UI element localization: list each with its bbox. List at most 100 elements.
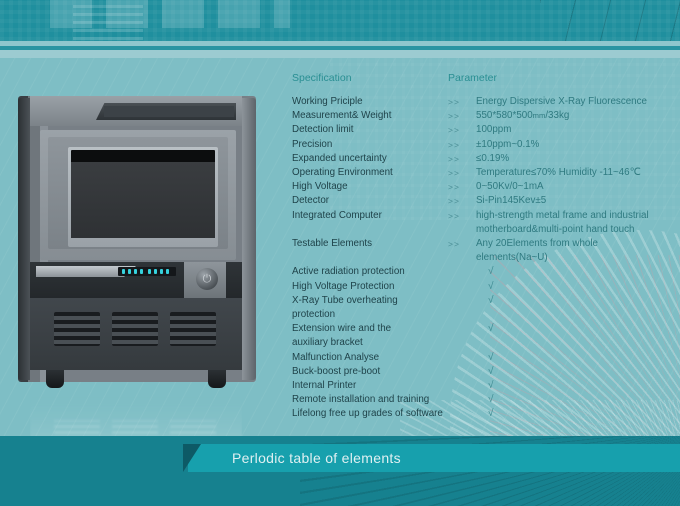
specification-table-header: Specification Parameter bbox=[292, 72, 672, 84]
spec-row: X-Ray Tube overheating √ bbox=[292, 294, 672, 308]
spec-row: Precision>>±10ppm~0.1% bbox=[292, 138, 672, 152]
spec-row: Expanded uncertainty >> ≤0.19% bbox=[292, 152, 672, 166]
spec-row-value: 0~50Kv/0~1mA bbox=[476, 181, 544, 193]
led-indicator bbox=[140, 269, 143, 274]
spec-row-arrow: >> bbox=[448, 111, 460, 122]
header-stripe-pale bbox=[0, 50, 680, 58]
spec-row: Detector>>Si-Pin145Kev±5 bbox=[292, 194, 672, 208]
decorative-pink-fan bbox=[490, 255, 680, 455]
check-mark-icon: √ bbox=[488, 408, 494, 420]
spec-row: High Voltage >> 0~50Kv/0~1mA bbox=[292, 180, 672, 194]
column-header-parameter: Parameter bbox=[448, 72, 498, 84]
spec-row-label: Extension wire and the bbox=[292, 323, 392, 335]
spec-row-value: Energy Dispersive X-Ray Fluorescence bbox=[476, 96, 647, 107]
header-stripe-dark bbox=[0, 46, 680, 50]
header-dot-texture bbox=[0, 0, 680, 41]
machine-top-slot-inner bbox=[104, 106, 234, 117]
spec-row-label: Malfunction Analyse bbox=[292, 351, 380, 363]
spec-value-tail: /33kg bbox=[545, 110, 570, 122]
spec-row: Integrated Computer>>high-strength metal… bbox=[292, 209, 672, 223]
spec-row-label: Active radiation protection bbox=[292, 266, 405, 278]
machine-led-strip bbox=[118, 267, 176, 276]
spec-row-value: ≤0.19% bbox=[476, 152, 510, 164]
spec-row: Lifelong free up grades of software√ bbox=[292, 407, 672, 421]
spec-row-value: √ bbox=[476, 379, 672, 393]
spec-row-value: Any 20Elements from whole elements(Na~U) bbox=[476, 238, 598, 264]
footer-title: Perlodic table of elements bbox=[232, 450, 401, 466]
spec-row: Internal Printer√ bbox=[292, 379, 672, 393]
spec-row-label: X-Ray Tube overheating bbox=[292, 294, 398, 306]
background-watermark bbox=[330, 50, 680, 220]
spec-row-label: protection bbox=[292, 309, 336, 321]
check-mark-icon: √ bbox=[488, 351, 494, 363]
spec-row: Malfunction Analyse √ bbox=[292, 351, 672, 365]
spec-row: Extension wire and the √ bbox=[292, 322, 672, 336]
spec-row: Active radiation protection √ bbox=[292, 265, 672, 279]
led-indicator bbox=[148, 269, 151, 274]
machine-handle bbox=[36, 266, 136, 277]
spec-row-label: Remote installation and training bbox=[292, 394, 430, 406]
spec-row-label: Expanded uncertainty bbox=[292, 152, 387, 164]
specification-rows: Working Priciple >> Energy Dispersive X-Ra… bbox=[292, 95, 672, 422]
led-indicator bbox=[128, 269, 131, 274]
spec-row-value: √ bbox=[476, 294, 672, 308]
machine-screen-glass bbox=[71, 162, 215, 238]
power-button[interactable]: ⏻ bbox=[196, 268, 218, 290]
spec-row-value: √ bbox=[476, 322, 672, 336]
led-indicator bbox=[122, 269, 125, 274]
spec-row-arrow: >> bbox=[448, 210, 460, 221]
spec-row-value: 100ppm bbox=[476, 124, 512, 136]
specification-table: Specification Parameter Working Priciple… bbox=[292, 72, 672, 422]
spec-row: auxiliary bracket bbox=[292, 336, 672, 350]
spec-row: Remote installation and training√ bbox=[292, 393, 672, 407]
led-indicator bbox=[134, 269, 137, 274]
spec-row-label: Working Priciple bbox=[292, 96, 363, 107]
product-image-xrf-machine: ⏻ bbox=[18, 96, 256, 446]
check-mark-icon: √ bbox=[488, 380, 494, 392]
spec-row-arrow: >> bbox=[448, 153, 460, 164]
spec-row-arrow: >> bbox=[448, 97, 460, 107]
spec-row-value: √ bbox=[476, 351, 672, 365]
spec-row-value: 550*580*500mm/33kg bbox=[476, 109, 672, 123]
machine-foot bbox=[46, 370, 64, 388]
spec-row-value: Si-Pin145Kev±5 bbox=[476, 195, 547, 207]
spec-row-arrow: >> bbox=[448, 196, 460, 207]
spec-row-label: High Voltage bbox=[292, 181, 348, 193]
machine-front-face-inner bbox=[48, 137, 228, 249]
spec-row-label: High Voltage Protection bbox=[292, 280, 395, 292]
spec-row-value: Temperature≤70% Humidity -11~46℃ bbox=[476, 167, 641, 179]
spec-row-label: Testable Elements bbox=[292, 238, 373, 250]
spec-row-label: Detection limit bbox=[292, 124, 354, 136]
machine-vent bbox=[54, 312, 100, 346]
footer-pointer-triangle bbox=[183, 444, 201, 472]
spec-row: Measurement& Weight >> 550*580*500mm/33kg bbox=[292, 109, 672, 123]
machine-screen bbox=[71, 150, 215, 238]
spec-row-value: √ bbox=[476, 265, 672, 279]
header-band bbox=[0, 0, 680, 41]
led-indicator bbox=[160, 269, 163, 274]
spec-row-arrow: >> bbox=[448, 182, 460, 193]
spec-row: protection bbox=[292, 308, 672, 322]
column-header-specification: Specification bbox=[292, 72, 352, 84]
machine-front-face bbox=[40, 130, 236, 260]
led-indicator bbox=[154, 269, 157, 274]
spec-row-label: Buck-boost pre-boot bbox=[292, 365, 381, 377]
spec-row: Working Priciple >> Energy Dispersive X-Ra… bbox=[292, 95, 672, 109]
spec-row: motherboard&multi-point hand touch bbox=[292, 223, 672, 237]
spec-row-arrow: >> bbox=[448, 239, 460, 250]
machine-right-edge bbox=[242, 98, 256, 380]
check-mark-icon: √ bbox=[488, 323, 494, 335]
spec-row-label bbox=[292, 223, 448, 237]
header-stripe-light bbox=[0, 41, 680, 46]
spec-row: Testable Elements >> Any 20Elements from w… bbox=[292, 237, 672, 265]
spec-row: Operating Environment>>Temperature≤70% H… bbox=[292, 166, 672, 180]
spec-row-arrow: >> bbox=[448, 139, 460, 150]
spec-row-value: high-strength metal frame and industrial bbox=[476, 209, 649, 221]
spec-row-value: ±10ppm~0.1% bbox=[476, 138, 540, 150]
check-mark-icon: √ bbox=[488, 294, 494, 306]
spec-row-arrow: >> bbox=[448, 168, 460, 179]
spec-row-label: auxiliary bracket bbox=[292, 337, 363, 349]
check-mark-icon: √ bbox=[488, 280, 494, 292]
spec-row-label: Measurement& Weight bbox=[292, 110, 392, 122]
